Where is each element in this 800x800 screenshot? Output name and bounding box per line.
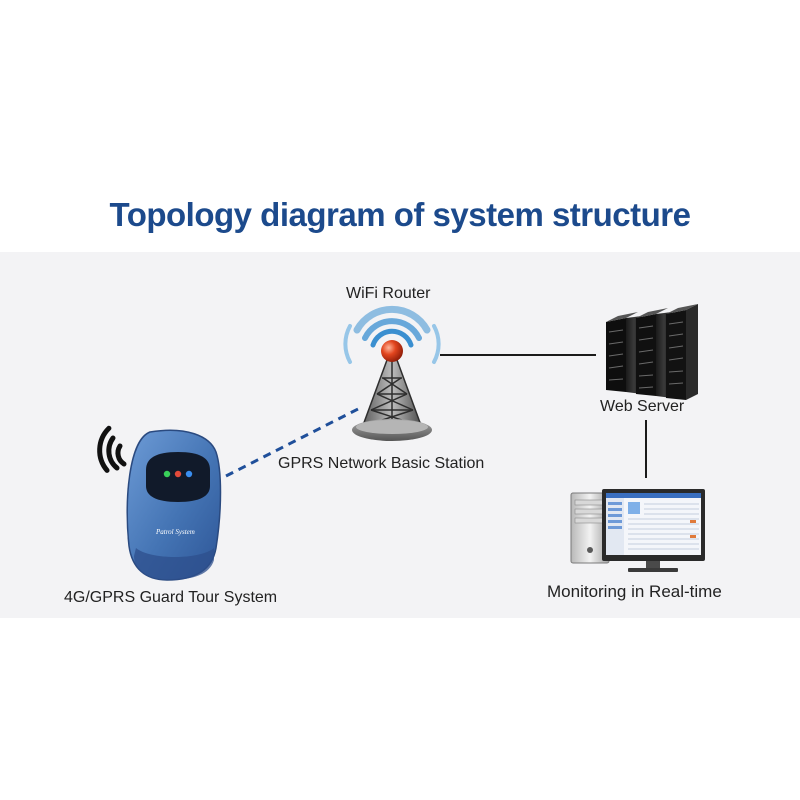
monitoring-label: Monitoring in Real-time <box>547 582 722 601</box>
guard-tour-reader-icon <box>97 425 222 581</box>
desktop-computer-icon <box>570 489 705 572</box>
device-brand-text: Patrol System <box>156 528 195 536</box>
gprs-station-label: GPRS Network Basic Station <box>278 455 485 472</box>
guard-tour-system-label: 4G/GPRS Guard Tour System <box>64 589 278 606</box>
radio-tower-icon <box>343 305 441 441</box>
wifi-router-label: WiFi Router <box>346 285 431 302</box>
server-rack-icon <box>606 304 698 400</box>
page-title: Topology diagram of system structure <box>109 196 692 233</box>
device-station-dashed-link <box>225 406 361 478</box>
web-server-label: Web Server <box>600 398 685 415</box>
